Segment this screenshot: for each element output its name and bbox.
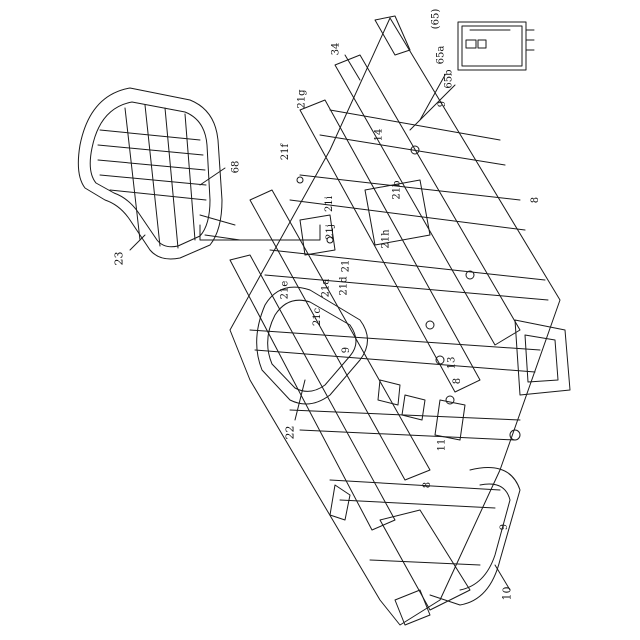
ref-label-8-b: 8 — [423, 482, 433, 488]
ref-label-21j: 21j — [326, 224, 336, 240]
ref-label-8-c: 8 — [531, 197, 541, 203]
ref-label-14: 14 — [374, 129, 384, 142]
ref-label-34: 34 — [331, 43, 341, 56]
ref-label-21d: 21d — [340, 276, 350, 295]
seat — [78, 88, 240, 259]
ref-label-21c: 21c — [313, 308, 323, 326]
frame-rails — [230, 16, 560, 625]
ref-label-65: (65) — [431, 9, 441, 30]
ref-label-68: 68 — [231, 161, 241, 174]
ref-label-21h: 21h — [382, 229, 392, 248]
ref-label-21e: 21e — [280, 281, 290, 300]
controller-box — [458, 22, 534, 70]
ref-label-8-a: 8 — [453, 378, 463, 384]
ref-label-22: 22 — [285, 426, 296, 440]
ref-label-9-bottom: 9 — [500, 524, 510, 530]
ref-label-11: 11 — [437, 439, 447, 452]
ref-label-9-mid: 9 — [342, 347, 352, 353]
seat-plate — [257, 287, 368, 404]
ref-label-10: 10 — [502, 587, 513, 601]
ref-label-65b: 65b — [445, 69, 455, 88]
ref-label-65a: 65a — [436, 46, 446, 65]
ref-label-23: 23 — [114, 252, 125, 266]
ref-label-21: 21 — [341, 260, 351, 273]
ref-label-21f: 21f — [281, 144, 291, 160]
ref-label-21i: 21i — [325, 196, 335, 212]
ref-label-13: 13 — [447, 357, 457, 370]
ref-label-21g: 21g — [298, 89, 308, 108]
ref-label-9-top: 9 — [438, 101, 448, 107]
ref-label-21a: 21a — [321, 279, 331, 298]
ref-label-21b: 21b — [393, 180, 403, 199]
